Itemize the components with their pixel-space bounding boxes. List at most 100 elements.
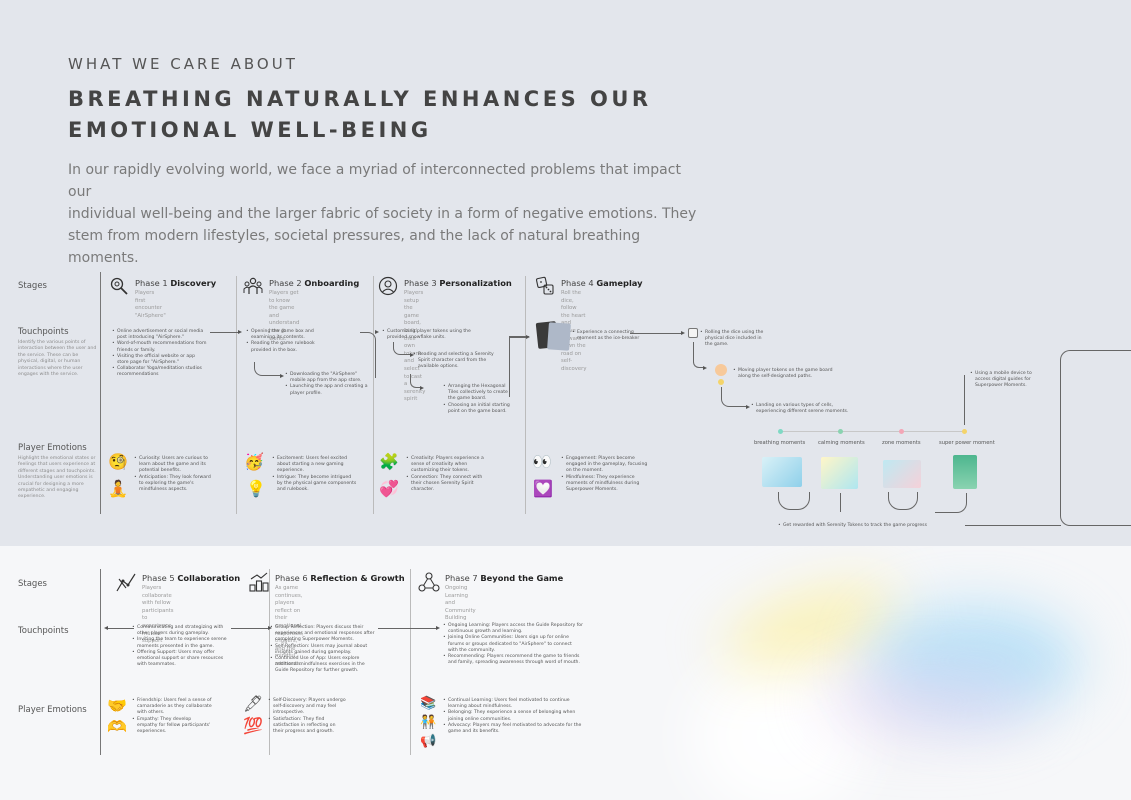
- emotion-list-phase-4: Engagement: Players become engaged in th…: [561, 456, 653, 493]
- page-title: BREATHING NATURALLY ENHANCES OUR EMOTION…: [68, 84, 688, 146]
- glow-decoration: [870, 606, 1080, 716]
- touchpoint-item: Communicating and strategizing with othe…: [132, 625, 232, 637]
- emotion-list-phase-6: Self-Discovery: Players undergo self-dis…: [268, 698, 346, 735]
- phase-divider: [100, 272, 101, 514]
- touchpoint-item: Opening the game box and examining its c…: [246, 329, 321, 341]
- bottom-panel: [0, 546, 1131, 800]
- token-dot-icon: [718, 379, 724, 385]
- emotion-item: Engagement: Players become engaged in th…: [561, 456, 653, 475]
- touchpoint-item: Joining Online Communities: Users sign u…: [443, 635, 583, 654]
- glow-decoration: [820, 666, 1040, 736]
- row-label-stages: Stages: [18, 281, 47, 291]
- emotion-item: Self-Discovery: Players undergo self-dis…: [268, 698, 346, 717]
- arrow-right-icon: [436, 626, 440, 630]
- person-circle-icon: [377, 276, 399, 298]
- touchpoint-item: Experience a connecting moment as the ic…: [572, 330, 652, 342]
- touchpoint-item: Downloading the "AirSphere" mobile app f…: [285, 372, 370, 384]
- dice-small-icon: [688, 328, 698, 338]
- connector-line: [509, 337, 527, 338]
- touchpoint-list-phase-4b: Rolling the dice using the physical dice…: [700, 330, 770, 349]
- touchpoint-list-phase-2a: Opening the game box and examining its c…: [246, 329, 321, 354]
- pen-icon: 🖋: [243, 694, 264, 713]
- intro-line: In our rapidly evolving world, we face a…: [68, 162, 681, 200]
- connector-line: [231, 628, 269, 629]
- connector-line: [509, 336, 529, 396]
- phase-divider: [373, 276, 374, 514]
- emotion-item: Empathy: They develop empathy for fellow…: [132, 717, 212, 736]
- touchpoint-item: Landing on various types of cells, exper…: [751, 403, 856, 415]
- touchpoint-item: Moving player tokens on the game board a…: [733, 368, 838, 380]
- arrow-right-icon: [280, 374, 284, 378]
- intro-paragraph: In our rapidly evolving world, we face a…: [68, 159, 708, 269]
- glow-decoration: [690, 656, 870, 800]
- moment-label: calming moments: [818, 440, 865, 446]
- touchpoint-list-phase-7: Ongoing Learning: Players access the Gui…: [443, 623, 583, 666]
- moment-card-image: [821, 457, 858, 489]
- heart-token-icon: [715, 364, 727, 376]
- connector-line: [721, 387, 747, 407]
- touchpoint-item: Get rewarded with Serenity Tokens to tra…: [778, 523, 968, 529]
- monocle-face-icon: 🧐: [108, 452, 128, 471]
- headline-line: EMOTIONAL WELL-BEING: [68, 118, 432, 142]
- phase-divider: [100, 569, 101, 755]
- heart-decoration-icon: 💟: [533, 479, 553, 498]
- touchpoint-item: Inviting the team to experience serene m…: [132, 637, 232, 649]
- podium-growth-icon: [248, 571, 270, 593]
- connector-line: [254, 362, 282, 376]
- emotion-item: Anticipation: They look forward to explo…: [134, 475, 216, 494]
- touchpoint-list-phase-3b: Reading and selecting a Serenity Spirit …: [413, 352, 498, 371]
- moment-card-image: [883, 460, 921, 488]
- intro-line: stem from modern lifestyles, societal pr…: [68, 228, 641, 266]
- collaboration-icon: [115, 571, 137, 593]
- emotion-list-phase-5: Friendship: Users feel a sense of camara…: [132, 698, 212, 735]
- emotion-list-phase-7: Continual Learning: Users feel motivated…: [443, 698, 583, 735]
- connector-line: [509, 337, 510, 397]
- emotion-item: Advocacy: Players may feel motivated to …: [443, 723, 583, 735]
- arrow-right-icon: [681, 331, 685, 335]
- connector-line: [210, 332, 240, 333]
- eyebrow-title: WHAT WE CARE ABOUT: [68, 55, 298, 73]
- touchpoint-item: Reading the game rulebook provided in th…: [246, 341, 321, 353]
- reward-note: Get rewarded with Serenity Tokens to tra…: [778, 523, 968, 529]
- touchpoint-item: Using a mobile device to access digital …: [970, 371, 1042, 390]
- connector-line: [378, 628, 436, 629]
- touchpoint-item: Offering Support: Users may offer emotio…: [132, 650, 232, 669]
- touchpoint-list-phase-4c: Moving player tokens on the game board a…: [733, 368, 838, 380]
- connector-line: [888, 492, 918, 510]
- touchpoint-list-phase-6: Group Reflection: Players discuss their …: [270, 625, 378, 675]
- connector-line: [410, 374, 422, 388]
- touchpoint-item: Group Reflection: Players discuss their …: [270, 625, 378, 644]
- moment-label: super power moment: [939, 440, 995, 446]
- emotion-item: Belonging: They experience a sense of be…: [443, 710, 583, 722]
- moment-dot: [778, 429, 783, 434]
- moment-label: zone moments: [882, 440, 921, 446]
- touchpoint-item: Arranging the Hexagonal Tiles collective…: [443, 384, 515, 403]
- row-label-touchpoints: Touchpoints: [18, 626, 69, 636]
- arrow-right-icon: [703, 366, 707, 370]
- touchpoint-list-phase-4a: Experience a connecting moment as the ic…: [572, 330, 652, 342]
- touchpoint-list-phase-3c: Arranging the Hexagonal Tiles collective…: [443, 384, 515, 415]
- touchpoint-list-phase-3a: Customizing player tokens using the prov…: [382, 329, 477, 341]
- row-desc-emotions: Highlight the emotional states or feelin…: [18, 456, 96, 500]
- connector-line: [965, 525, 1061, 526]
- arrow-right-icon: [420, 386, 424, 390]
- intro-line: individual well-being and the larger fab…: [68, 206, 697, 222]
- stage-subtitle: Players first encounter "AirSphere": [135, 290, 166, 319]
- moment-dot: [838, 429, 843, 434]
- handshake-icon: 🤝: [107, 696, 127, 715]
- connector-line: [778, 492, 810, 510]
- heart-hands-icon: 🫶: [107, 717, 127, 736]
- emotion-item: Mindfulness: They experience moments of …: [561, 475, 653, 494]
- connector-line: [840, 493, 841, 512]
- connector-line: [693, 342, 703, 368]
- row-label-emotions: Player Emotions: [18, 443, 87, 453]
- touchpoint-list-phase-1: Online advertisement or social media pos…: [112, 329, 208, 379]
- people-holding-hands-icon: 🧑‍🤝‍🧑: [420, 715, 437, 730]
- stage-title: Phase 4 Gameplay: [561, 278, 643, 288]
- headline-line: BREATHING NATURALLY ENHANCES OUR: [68, 87, 652, 111]
- arrow-right-icon: [375, 330, 379, 334]
- connector-line: [393, 342, 411, 355]
- people-group-icon: [242, 276, 264, 298]
- moment-card-image: [762, 457, 802, 487]
